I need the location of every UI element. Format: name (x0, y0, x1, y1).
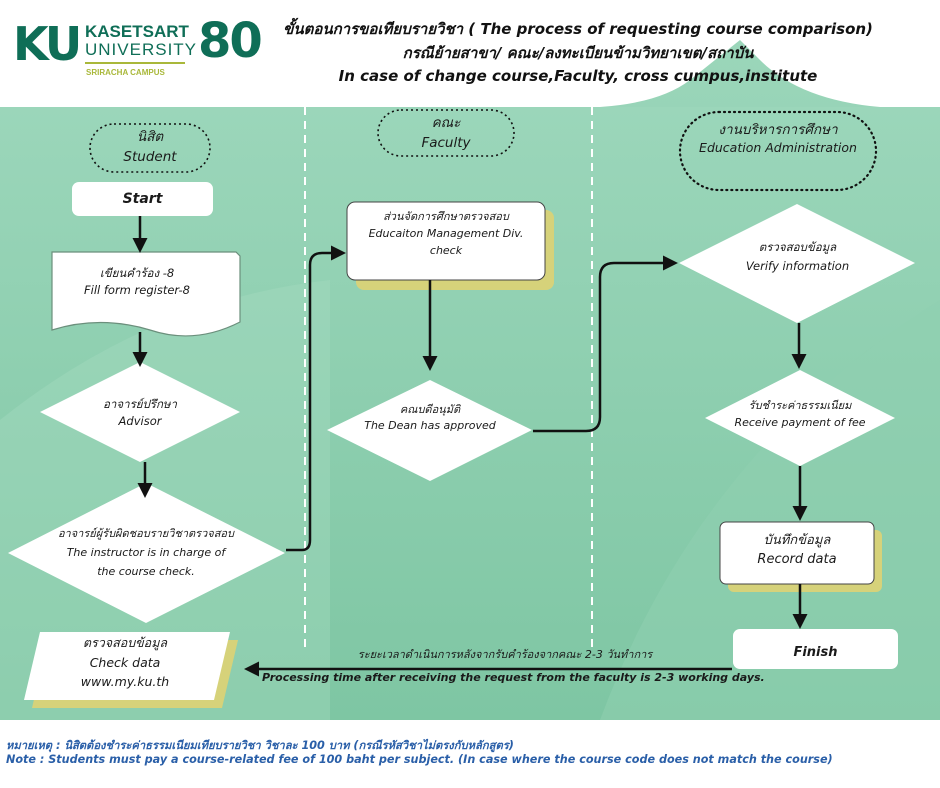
check-data-en: Check data (89, 655, 161, 670)
verify-en: Verify information (745, 259, 850, 273)
dean-diamond (327, 380, 532, 481)
edu-div-en1: Educaiton Management Div. (368, 227, 524, 240)
lane-faculty-th: คณะ (431, 115, 461, 131)
record-en: Record data (757, 552, 837, 567)
instructor-en1: The instructor is in charge of (66, 546, 226, 559)
logo-divider (85, 62, 185, 64)
footer-note-th: หมายเหตุ : นิสิตต้องชำระค่าธรรมเนียมเทีย… (6, 739, 514, 752)
processing-time-th: ระยะเวลาดำเนินการหลังจากรับคำร้องจากคณะ … (357, 648, 653, 661)
dean-en: The Dean has approved (364, 419, 496, 432)
dean-th: คณบดีอนุมัติ (399, 403, 461, 416)
check-data-url: www.my.ku.th (80, 674, 170, 689)
finish-box (733, 629, 898, 669)
lane-faculty-en: Faculty (421, 135, 471, 151)
lane-header-faculty (377, 109, 515, 157)
lane-student-en: Student (123, 149, 177, 165)
university-logo: KU KASETSART UNIVERSITY SRIRACHA CAMPUS … (5, 5, 269, 83)
lane-header-admin (678, 110, 878, 192)
lane-header-student (89, 123, 211, 173)
instructor-en2: the course check. (97, 565, 195, 578)
start-label: Start (122, 191, 163, 207)
payment-diamond (705, 370, 895, 466)
fill-form-en: Fill form register-8 (84, 283, 190, 297)
footer-band (0, 720, 940, 788)
page-title-line1: ขั้นตอนการขอเทียบรายวิชา ( The process o… (283, 20, 873, 38)
advisor-diamond (40, 362, 240, 462)
verify-diamond (679, 204, 915, 323)
anniversary-mark: 80 (198, 13, 263, 69)
lane-admin-th: งานบริหารการศึกษา (718, 122, 838, 138)
edu-div-en2: check (429, 244, 463, 257)
processing-time-en: Processing time after receiving the requ… (262, 671, 765, 684)
lane-student-th: นิสิต (136, 129, 164, 145)
check-data-th: ตรวจสอบข้อมูล (82, 635, 168, 650)
edu-div-th: ส่วนจัดการศึกษาตรวจสอบ (383, 210, 509, 223)
fill-form-document (51, 251, 241, 337)
start-box (72, 182, 213, 216)
payment-th: รับชำระค่าธรรมเนียม (748, 399, 852, 412)
page-title-line2: กรณีย้ายสาขา/ คณะ/ลงทะเบียนข้ามวิทยาเขต/… (402, 44, 754, 62)
edu-div-box (346, 201, 546, 281)
logo-name-line1: KASETSART (85, 22, 189, 41)
background-curve (850, 15, 940, 105)
advisor-en: Advisor (118, 414, 162, 428)
verify-th: ตรวจสอบข้อมูล (758, 240, 837, 254)
logo-campus: SRIRACHA CAMPUS (86, 68, 165, 77)
logo-name-line2: UNIVERSITY (85, 40, 198, 59)
record-th: บันทึกข้อมูล (763, 533, 831, 548)
payment-en: Receive payment of fee (734, 416, 866, 429)
instructor-th: อาจารย์ผู้รับผิดชอบรายวิชาตรวจสอบ (57, 527, 235, 540)
check-data-box (24, 632, 230, 700)
record-box (719, 521, 875, 585)
page-title-line3: In case of change course,Faculty, cross … (338, 67, 818, 85)
advisor-th: อาจารย์ปรึกษา (103, 397, 177, 411)
instructor-diamond (8, 483, 285, 623)
lane-admin-en: Education Administration (699, 140, 857, 155)
fill-form-th: เขียนคำร้อง -8 (99, 266, 175, 280)
arrow-dean-verify (533, 255, 678, 433)
footer-note-en: Note : Students must pay a course-relate… (6, 753, 833, 766)
ku-mark: KU (13, 17, 82, 71)
arrow-instructor-edu (286, 245, 346, 552)
finish-label: Finish (793, 645, 838, 660)
